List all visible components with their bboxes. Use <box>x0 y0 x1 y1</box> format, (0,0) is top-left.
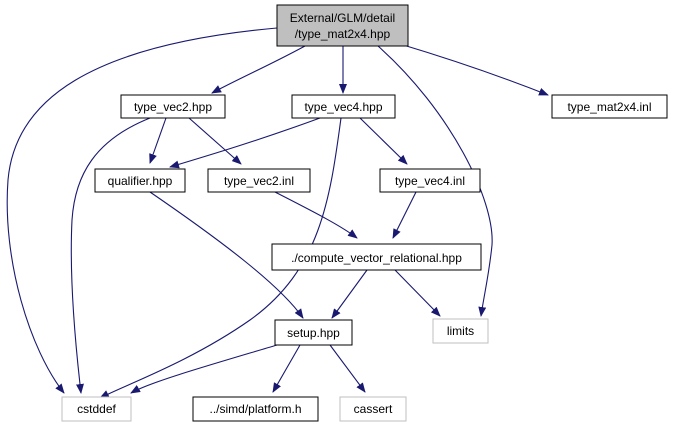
edge-setup-to-cstddef <box>130 344 278 394</box>
node-simd-platform-h[interactable]: ../simd/platform.h <box>192 396 319 422</box>
edge-type-vec2-inl-to-cvr <box>274 191 358 239</box>
node-label: type_vec4.hpp <box>304 100 382 114</box>
node-cassert[interactable]: cassert <box>339 396 407 422</box>
edge-root-to-cstddef <box>6 27 278 394</box>
node-type-mat2x4-hpp[interactable]: External/GLM/detail /type_mat2x4.hpp <box>276 4 409 47</box>
node-label: type_vec2.hpp <box>134 100 212 114</box>
edge-setup-to-platform <box>272 344 301 393</box>
node-type-vec2-inl[interactable]: type_vec2.inl <box>207 168 311 193</box>
edge-type-vec2-to-qualifier <box>149 117 167 164</box>
edge-type-vec4-to-cstddef <box>99 117 342 399</box>
node-type-mat2x4-inl[interactable]: type_mat2x4.inl <box>551 94 668 119</box>
node-cstddef[interactable]: cstddef <box>61 396 132 422</box>
node-qualifier-hpp[interactable]: qualifier.hpp <box>94 168 186 193</box>
edge-type-vec4-inl-to-cvr <box>392 191 417 239</box>
edge-root-to-type-vec2 <box>211 45 306 94</box>
node-limits[interactable]: limits <box>432 318 489 344</box>
node-label: type_mat2x4.inl <box>567 100 651 114</box>
node-compute-vector-relational-hpp[interactable]: ./compute_vector_relational.hpp <box>271 243 482 271</box>
node-label-line2: /type_mat2x4.hpp <box>295 27 391 41</box>
node-label: type_vec2.inl <box>224 174 294 188</box>
edge-cvr-to-limits <box>394 269 441 317</box>
node-label: qualifier.hpp <box>108 174 173 188</box>
node-label: type_vec4.inl <box>395 174 465 188</box>
edges-group <box>6 27 549 399</box>
edge-setup-to-cassert <box>329 344 366 393</box>
edge-root-to-type-mat2x4-inl <box>399 43 549 96</box>
nodes-group: External/GLM/detail /type_mat2x4.hpp typ… <box>61 4 668 422</box>
node-label: cstddef <box>77 402 116 416</box>
node-type-vec2-hpp[interactable]: type_vec2.hpp <box>120 94 226 119</box>
edge-type-vec2-to-type-vec2-inl <box>188 117 242 165</box>
node-label: limits <box>447 324 474 338</box>
node-label: setup.hpp <box>287 326 340 340</box>
node-label: cassert <box>354 402 393 416</box>
edge-qualifier-to-setup <box>149 191 304 319</box>
edge-type-vec4-to-qualifier <box>169 117 321 169</box>
node-label-line1: External/GLM/detail <box>290 11 395 25</box>
edge-type-vec4-to-type-vec4-inl <box>359 117 408 165</box>
node-type-vec4-inl[interactable]: type_vec4.inl <box>379 168 481 193</box>
node-label: ../simd/platform.h <box>209 402 301 416</box>
edge-cvr-to-setup <box>331 269 368 319</box>
edge-type-vec2-to-cstddef <box>70 117 151 394</box>
edge-root-to-limits <box>377 45 493 317</box>
node-setup-hpp[interactable]: setup.hpp <box>274 319 353 346</box>
node-type-vec4-hpp[interactable]: type_vec4.hpp <box>291 94 396 119</box>
node-label: ./compute_vector_relational.hpp <box>291 251 462 265</box>
